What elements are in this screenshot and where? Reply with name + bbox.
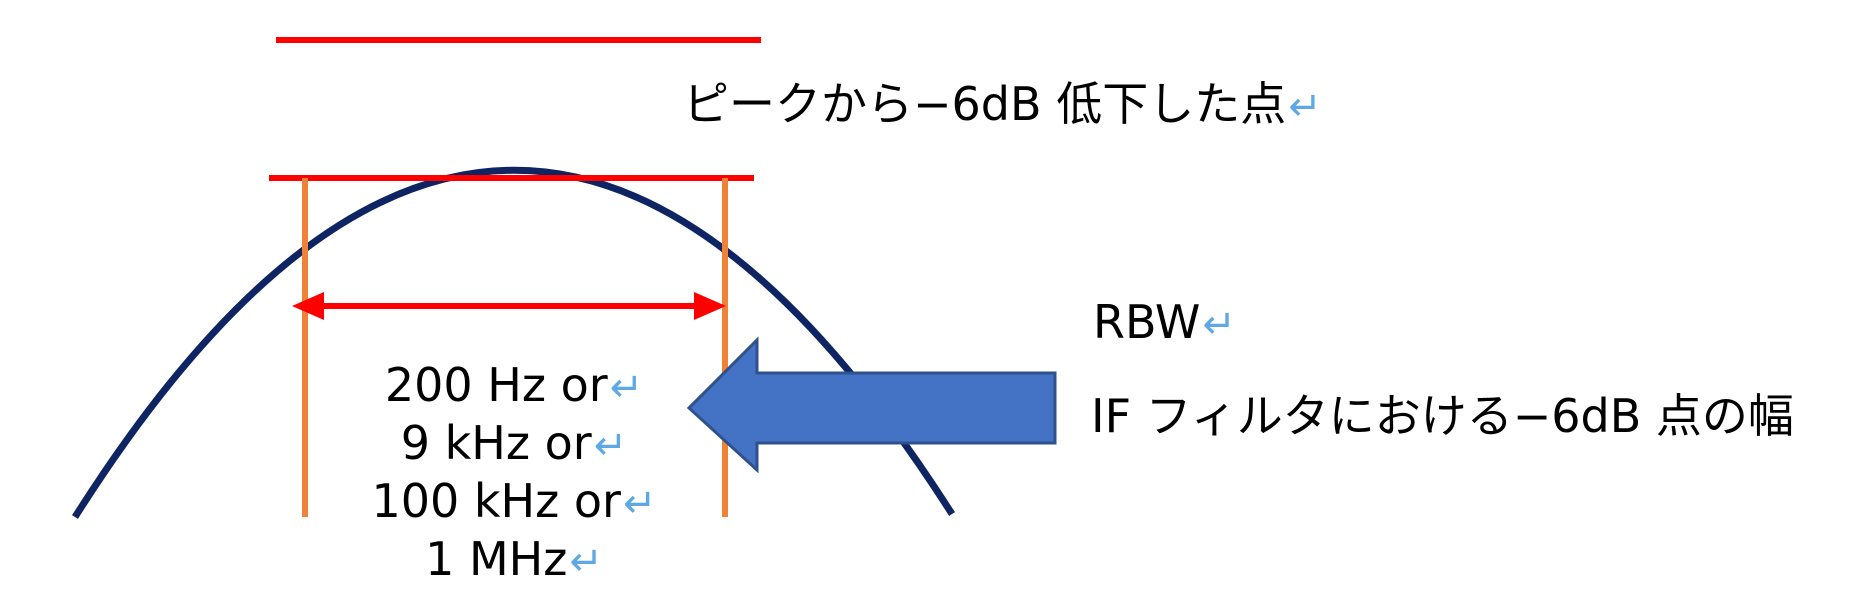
return-mark-icon: ↵ (593, 423, 628, 469)
bandwidth-option: 200 Hz or↵ (384, 358, 644, 412)
rbw-title: RBW↵ (1093, 295, 1236, 349)
bandwidth-option: 9 kHz or↵ (400, 416, 628, 470)
bandwidth-option: 1 MHz↵ (425, 532, 603, 586)
return-mark-icon: ↵ (1288, 84, 1322, 130)
bandwidth-option: 100 kHz or↵ (371, 474, 657, 528)
return-mark-icon: ↵ (569, 539, 603, 585)
bandwidth-double-arrow (292, 292, 726, 320)
peak-label: ピークから−6dB 低下した点↵ (683, 77, 1322, 131)
return-mark-icon: ↵ (1202, 302, 1236, 348)
return-mark-icon: ↵ (622, 481, 657, 527)
filter-response-curve (72, 166, 955, 519)
rbw-description: IF フィルタにおける−6dB 点の幅 (1091, 389, 1794, 443)
pointer-block-arrow (686, 336, 1057, 474)
bandwidth-options: 200 Hz or↵ 9 kHz or↵ 100 kHz or↵ 1 MHz↵ (364, 358, 664, 590)
return-mark-icon: ↵ (609, 365, 644, 411)
